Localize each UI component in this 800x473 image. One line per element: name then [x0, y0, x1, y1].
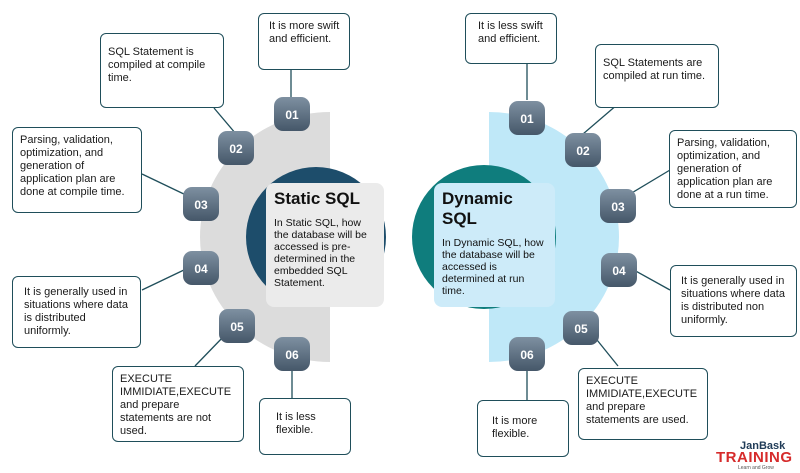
dynamic-badge-01: 01: [509, 101, 545, 135]
svg-text:03: 03: [611, 200, 625, 214]
logo-tagline: Learn and Grow: [738, 465, 774, 471]
static-badge-03: 03: [183, 187, 219, 221]
static-point-4: It is generally used in situations where…: [12, 276, 141, 348]
svg-text:06: 06: [285, 348, 299, 362]
static-point-6: It is less flexible.: [259, 398, 351, 455]
static-badge-01: 01: [274, 97, 310, 131]
dynamic-center-card: Dynamic SQL In Dynamic SQL, how the data…: [434, 183, 555, 307]
svg-text:05: 05: [574, 322, 588, 336]
dynamic-point-4: It is generally used in situations where…: [670, 265, 797, 337]
svg-text:02: 02: [229, 142, 243, 156]
svg-text:02: 02: [576, 144, 590, 158]
svg-text:04: 04: [194, 262, 208, 276]
static-point-2: SQL Statement is compiled at compile tim…: [100, 33, 224, 108]
static-point-1: It is more swift and efficient.: [258, 13, 350, 70]
static-description: In Static SQL, how the database will be …: [274, 217, 367, 289]
dynamic-badges: 01 02 03 04 05 06: [509, 101, 637, 371]
static-badges: 01 02 03 04 05 06: [183, 97, 310, 371]
svg-text:01: 01: [520, 112, 534, 126]
dynamic-point-2: SQL Statements are compiled at run time.: [595, 44, 719, 108]
static-badge-02: 02: [218, 131, 254, 165]
static-badge-06: 06: [274, 337, 310, 371]
svg-text:03: 03: [194, 198, 208, 212]
dynamic-point-6: It is more flexible.: [477, 400, 569, 457]
dynamic-badge-02: 02: [565, 133, 601, 167]
janbask-logo: JanBask TRAINING Learn and Grow: [716, 440, 796, 471]
dynamic-badge-03: 03: [600, 189, 636, 223]
dynamic-point-5: EXECUTE IMMIDIATE,EXECUTE and prepare st…: [578, 368, 708, 440]
dynamic-description: In Dynamic SQL, how the database will be…: [442, 237, 544, 297]
logo-brand-top: JanBask: [740, 440, 786, 452]
static-point-3: Parsing, validation, optimization, and g…: [12, 127, 142, 213]
static-title: Static SQL: [274, 189, 360, 208]
dynamic-badge-04: 04: [601, 253, 637, 287]
static-center-card: Static SQL In Static SQL, how the databa…: [266, 183, 384, 307]
static-badge-05: 05: [219, 309, 255, 343]
dynamic-badge-06: 06: [509, 337, 545, 371]
dynamic-title: Dynamic SQL: [442, 189, 513, 228]
dynamic-badge-05: 05: [563, 311, 599, 345]
logo-brand-main: TRAINING: [716, 449, 793, 466]
svg-text:01: 01: [285, 108, 299, 122]
dynamic-point-3: Parsing, validation, optimization, and g…: [669, 130, 797, 208]
dynamic-point-1: It is less swift and efficient.: [465, 13, 557, 64]
static-point-5: EXECUTE IMMIDIATE,EXECUTE and prepare st…: [112, 366, 244, 442]
static-badge-04: 04: [183, 251, 219, 285]
svg-text:05: 05: [230, 320, 244, 334]
svg-text:04: 04: [612, 264, 626, 278]
svg-text:06: 06: [520, 348, 534, 362]
